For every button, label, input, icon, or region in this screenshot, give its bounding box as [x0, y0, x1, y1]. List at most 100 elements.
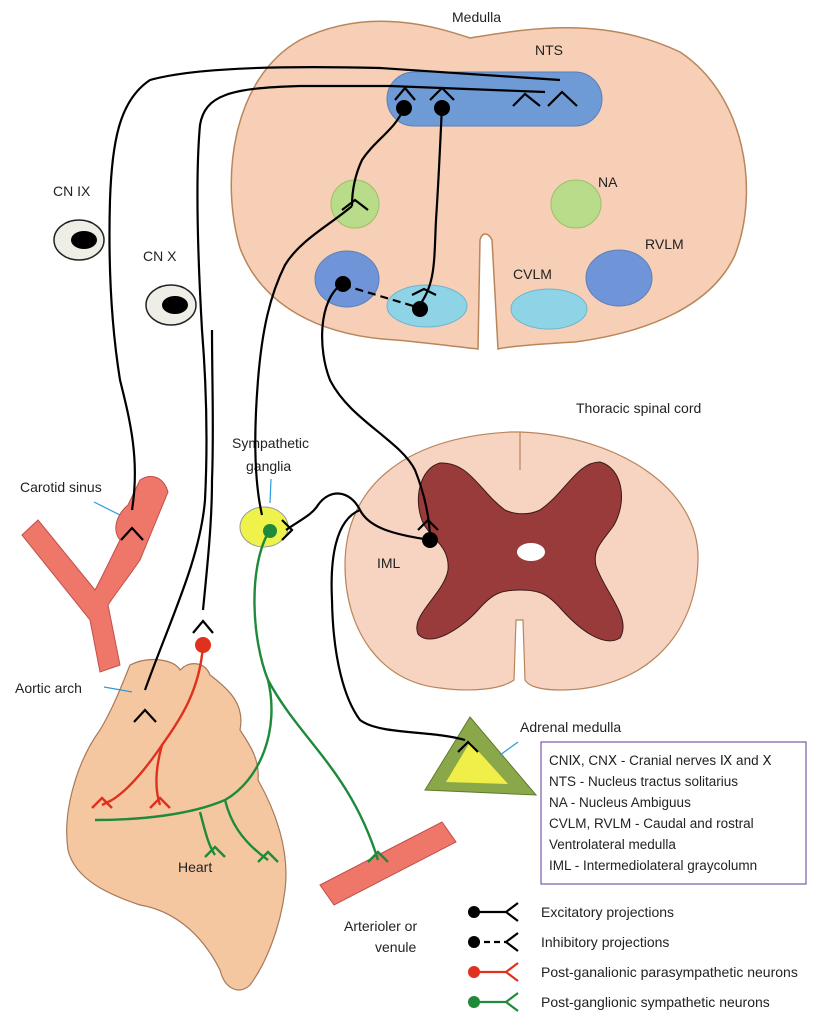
- nts-label: NTS: [535, 42, 563, 58]
- sym-terminal-2: [204, 845, 226, 858]
- sym-soma: [263, 524, 277, 538]
- arteriole-label-1: Arterioler or: [344, 918, 417, 934]
- legend-label-sympathetic: Post-ganglionic sympathetic neurons: [541, 994, 770, 1010]
- spinal-cord-group: Thoracic spinal cord IML: [344, 400, 701, 691]
- sympathetic-ganglia-pointer: [269, 478, 272, 504]
- inhibitory-rvlm-cvlm: [342, 283, 421, 310]
- sym-to-arteriole: [266, 679, 380, 861]
- na-label: NA: [598, 174, 618, 190]
- nts-synapse-4: [547, 90, 578, 107]
- parasym-terminal-2: [149, 796, 171, 809]
- carotid-vessel: [21, 476, 169, 673]
- sympathetic-ganglia-label-2: ganglia: [246, 458, 291, 474]
- iml-to-ganglia: [285, 492, 431, 542]
- nts-synapse-1: [394, 86, 416, 101]
- abbrev-line-3: NA - Nucleus Ambiguus: [549, 795, 691, 810]
- parasym-branch-1: [155, 744, 164, 806]
- cvlm-label: CVLM: [513, 266, 552, 282]
- medulla-shape: [230, 20, 748, 350]
- central-canal: [517, 543, 545, 561]
- cn-ix-soma: [71, 231, 97, 249]
- sym-terminal-1: [257, 850, 279, 863]
- carotid-sinus-group: Carotid sinus: [20, 476, 169, 673]
- nts-soma-2: [434, 100, 450, 116]
- abbrev-line-6: IML - Intermediolateral graycolumn: [549, 858, 757, 873]
- parasympathetic-neurons: [91, 619, 214, 809]
- iml-soma: [422, 532, 438, 548]
- sympathetic-neurons: [94, 524, 389, 863]
- pathways: [108, 65, 578, 753]
- cn-ix-label: CN IX: [53, 183, 91, 199]
- legend-line-sympathetic: [474, 992, 519, 1012]
- iml-label: IML: [377, 555, 401, 571]
- legend-line-parasympathetic: [474, 962, 519, 982]
- nts-soma-1: [396, 100, 412, 116]
- sym-branch-heart: [223, 799, 269, 861]
- parasym-soma: [195, 637, 211, 653]
- sym-branch-heart-2: [198, 811, 217, 856]
- thoracic-spinal-cord-label: Thoracic spinal cord: [576, 400, 701, 416]
- legend-line-excitatory: [474, 902, 519, 922]
- aortic-synapse: [133, 708, 157, 723]
- na-nucleus: [550, 179, 602, 229]
- legend-item-sympathetic: Post-ganglionic sympathetic neurons: [468, 992, 770, 1012]
- na-to-ganglia: [254, 205, 353, 516]
- nts-synapse-2: [429, 86, 455, 101]
- legend-label-excitatory: Excitatory projections: [541, 904, 674, 920]
- aortic-arch-label: Aortic arch: [15, 680, 82, 696]
- adrenal-group: Adrenal medulla: [424, 716, 621, 796]
- heart-group: Heart Aortic arch: [15, 658, 287, 991]
- cn-x-efferent: [201, 329, 214, 611]
- legend-label-parasympathetic: Post-ganalionic parasympathetic neurons: [541, 964, 798, 980]
- legend-label-inhibitory: Inhibitory projections: [541, 934, 669, 950]
- rvlm-nucleus: [585, 249, 653, 307]
- carotid-pointer: [93, 501, 121, 516]
- adrenal-inner: [446, 742, 508, 784]
- sym-terminal-3: [367, 850, 389, 863]
- abbrev-line-4: CVLM, RVLM - Caudal and rostral: [549, 816, 754, 831]
- heart-shape: [66, 658, 287, 991]
- medulla-group: Medulla NTS NA RVLM CVLM: [230, 9, 748, 350]
- cvlm-soma: [412, 301, 428, 317]
- adrenal-synapse: [457, 740, 479, 753]
- cvlm-synapse: [411, 287, 437, 296]
- parasym-synapse: [192, 619, 214, 634]
- abbrev-line-2: NTS - Nucleus tractus solitarius: [549, 774, 738, 789]
- adrenal-pointer: [499, 741, 519, 756]
- nts-to-cvlm: [417, 104, 444, 308]
- cranial-ganglia: CN IX CN X: [53, 183, 197, 326]
- abbreviation-key: CNⅨ, CNⅩ - Cranial nerves Ⅸ and Ⅹ NTS - …: [540, 741, 807, 885]
- legend-item-inhibitory: Inhibitory projections: [468, 932, 669, 952]
- nts-synapse-3: [512, 92, 541, 107]
- parasym-trunk: [111, 644, 205, 802]
- cn-x-label: CN X: [143, 248, 177, 264]
- carotid-sinus-label: Carotid sinus: [20, 479, 102, 495]
- legend-item-excitatory: Excitatory projections: [468, 902, 674, 922]
- ganglion-synapse: [281, 519, 294, 541]
- rvlm-soma: [335, 276, 351, 292]
- legend: Excitatory projections Inhibitory projec…: [468, 902, 798, 1012]
- carotid-synapse: [120, 526, 144, 541]
- medulla-label: Medulla: [452, 9, 501, 25]
- abbreviation-box: [540, 741, 807, 885]
- heart-label: Heart: [178, 859, 212, 875]
- cn-x-afferent: [143, 84, 546, 691]
- cn-x-soma: [162, 296, 188, 314]
- abbrev-line-5: Ventrolateral medulla: [549, 837, 676, 852]
- cvlm-nucleus: [510, 288, 588, 330]
- nts-connect-nucleus: [330, 179, 380, 229]
- arteriole-group: Arterioler or venule: [319, 821, 457, 955]
- somas: [335, 100, 450, 548]
- iml-synapse: [417, 518, 439, 531]
- legend-fork-inhibitory: [505, 932, 519, 952]
- parasym-terminal-1: [91, 796, 113, 809]
- rvlm-to-iml: [321, 283, 432, 541]
- sym-trunk: [94, 532, 273, 822]
- arteriole-label-2: venule: [375, 939, 416, 955]
- sympathetic-ganglia-label-1: Sympathetic: [232, 435, 309, 451]
- cn-ix-afferent: [108, 65, 561, 511]
- legend-item-parasympathetic: Post-ganalionic parasympathetic neurons: [468, 962, 798, 982]
- iml-to-adrenal: [330, 508, 466, 742]
- abbrev-line-1: CNⅨ, CNⅩ - Cranial nerves Ⅸ and Ⅹ: [549, 753, 772, 768]
